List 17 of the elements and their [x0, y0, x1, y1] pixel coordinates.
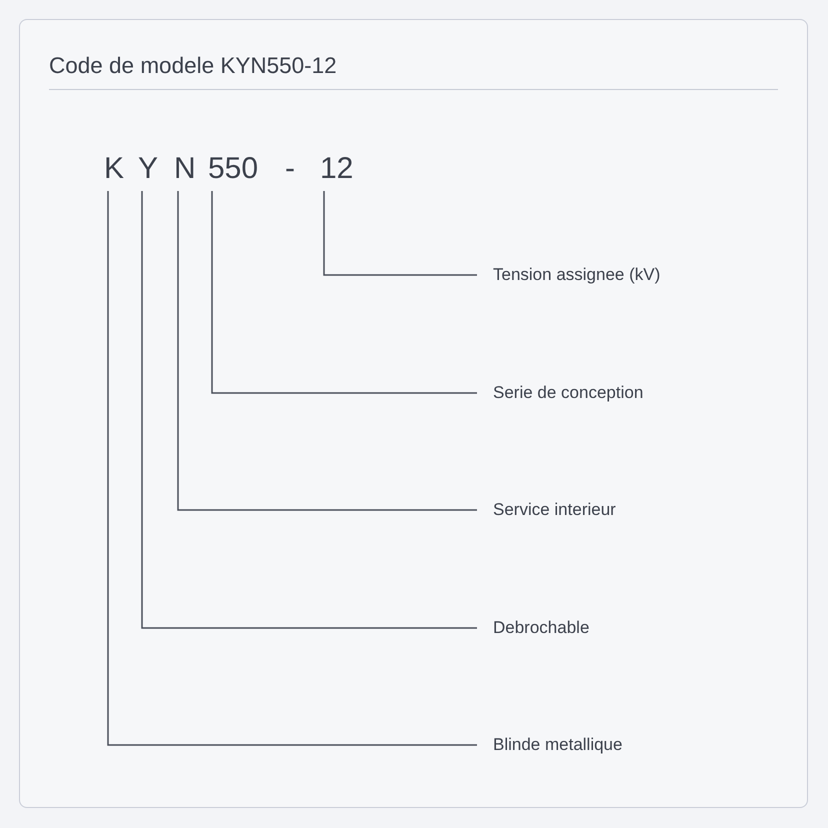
- code-label: K: [104, 151, 124, 187]
- leader-line: [177, 191, 477, 511]
- leader-line: [107, 191, 477, 746]
- diagram-title: Code de modele KYN550-12: [49, 53, 337, 79]
- leader-line: [323, 191, 477, 276]
- code-label: N: [174, 151, 196, 187]
- description-label: Tension assignee (kV): [493, 265, 660, 285]
- description-label: Service interieur: [493, 500, 616, 520]
- leader-line: [211, 191, 477, 394]
- leader-line: [141, 191, 477, 629]
- separator-label: -: [285, 151, 295, 187]
- code-label: 550: [208, 151, 258, 187]
- description-label: Debrochable: [493, 618, 590, 638]
- description-label: Blinde metallique: [493, 735, 622, 755]
- code-label: 12: [320, 151, 354, 187]
- description-label: Serie de conception: [493, 383, 644, 403]
- code-label: Y: [138, 151, 158, 187]
